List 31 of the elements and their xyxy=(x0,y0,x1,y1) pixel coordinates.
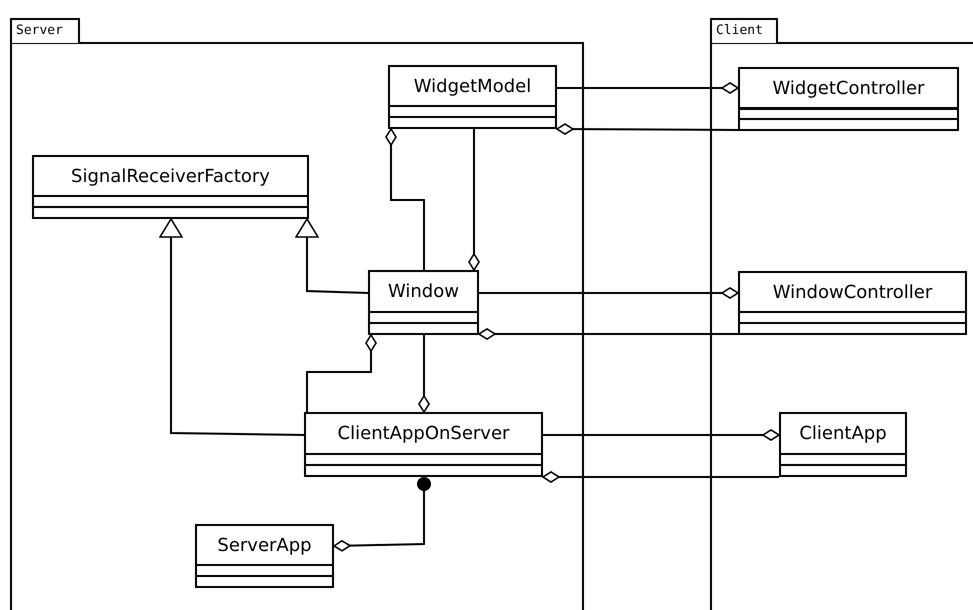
class-box xyxy=(388,65,557,129)
aggregation-line xyxy=(468,129,480,271)
class-box xyxy=(738,271,967,335)
class-box xyxy=(32,155,309,219)
class-name: Window xyxy=(387,280,460,304)
class-box xyxy=(195,524,334,588)
class-name: WidgetController xyxy=(772,76,926,100)
package-label: Server xyxy=(10,18,80,43)
aggregation-line xyxy=(478,328,738,340)
class-box xyxy=(304,412,543,477)
aggregation-line xyxy=(557,82,739,94)
class-name: ClientAppOnServer xyxy=(336,422,510,446)
class-name: ServerApp xyxy=(216,534,313,558)
class-name: WindowController xyxy=(772,280,934,304)
aggregation-line xyxy=(306,334,377,412)
aggregation-line xyxy=(556,123,738,135)
class-name: WidgetModel xyxy=(412,74,532,98)
class-box xyxy=(368,270,479,335)
aggregation-line xyxy=(479,287,739,299)
aggregation-line xyxy=(418,335,430,413)
aggregation-line xyxy=(385,128,425,270)
aggregation-line xyxy=(542,471,779,483)
generalization-arrow xyxy=(295,218,368,294)
class-box xyxy=(738,67,959,131)
generalization-arrow xyxy=(159,218,304,436)
class-name: ClientApp xyxy=(798,422,888,446)
class-name: SignalReceiverFactory xyxy=(70,164,271,188)
aggregation-line xyxy=(543,429,780,441)
composition-line xyxy=(333,477,431,552)
package-label: Client xyxy=(710,18,778,43)
class-box xyxy=(779,412,907,477)
